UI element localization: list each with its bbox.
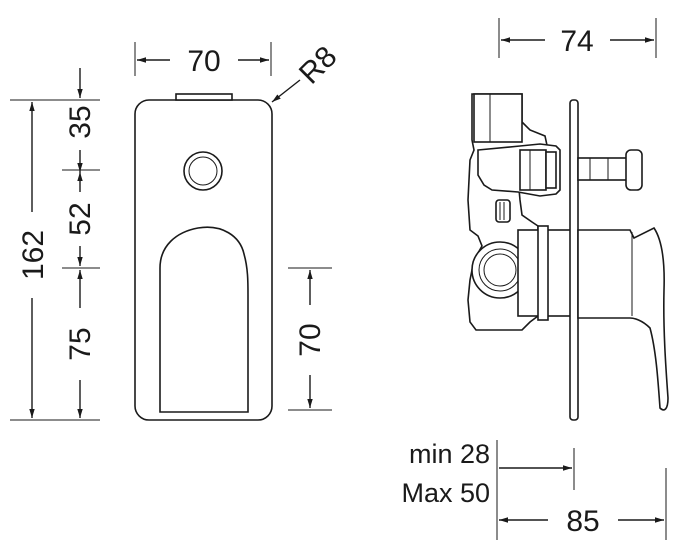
inlet-pipe-top (473, 93, 523, 143)
dim-width-label: 70 (187, 45, 220, 78)
dim-depth-bottom-label: 85 (566, 505, 599, 538)
side-view: 74 min 28 Max 50 85 (401, 18, 669, 540)
dim-min-label: min 28 (409, 439, 490, 469)
dim-mid-label: 52 (64, 202, 97, 235)
dim-total-label: 162 (17, 230, 50, 280)
dim-handle-label: 70 (294, 323, 327, 356)
front-view: 70 R8 162 35 52 75 70 (10, 40, 344, 421)
dim-top-label: 35 (64, 105, 97, 138)
dim-depth-top-label: 74 (560, 25, 593, 58)
dim-bottom-label: 75 (64, 327, 97, 360)
dim-max-label: Max 50 (401, 478, 490, 508)
knurl (495, 199, 511, 223)
diverter-button-inner (188, 156, 218, 186)
radius-label: R8 (293, 40, 343, 90)
radius-leader (271, 79, 301, 103)
lever-side-profile (577, 226, 669, 411)
diverter-spindle (577, 157, 629, 181)
diverter-button-outer (183, 151, 223, 191)
diverter-knob (625, 149, 643, 191)
lever-handle (159, 226, 249, 413)
diverter-cap (175, 93, 233, 101)
wall-plate (569, 99, 579, 421)
